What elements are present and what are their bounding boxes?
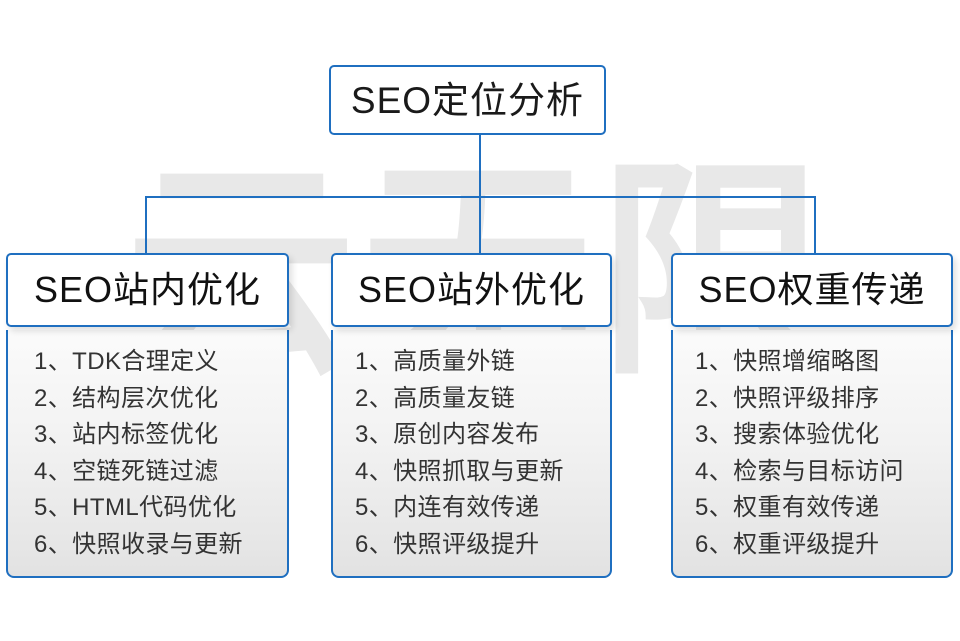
list-item[interactable]: 6、快照评级提升 <box>355 530 540 558</box>
list-item[interactable]: 4、检索与目标访问 <box>695 457 904 485</box>
branch-header-title-0: SEO站内优化 <box>33 269 262 310</box>
connector-drop-middle <box>479 196 481 254</box>
list-item[interactable]: 3、站内标签优化 <box>34 421 219 448</box>
root-node[interactable]: SEO定位分析 <box>329 65 606 135</box>
branch-column-seo-onsite: SEO站内优化 1、TDK合理定义 2、结构层次优化 3、站内标签优化 4、空链… <box>6 253 289 578</box>
list-item[interactable]: 4、快照抓取与更新 <box>355 457 564 485</box>
branch-header-title-1: SEO站外优化 <box>357 269 586 310</box>
list-item[interactable]: 2、结构层次优化 <box>34 384 219 412</box>
branch-header-2[interactable]: SEO权重传递 <box>671 253 953 327</box>
branch-list-1: 1、高质量外链 2、高质量友链 3、原创内容发布 4、快照抓取与更新 5、内连有… <box>331 330 612 578</box>
list-item[interactable]: 2、快照评级排序 <box>695 384 880 412</box>
branch-columns: SEO站内优化 1、TDK合理定义 2、结构层次优化 3、站内标签优化 4、空链… <box>0 253 960 583</box>
root-node-title: SEO定位分析 <box>350 79 585 121</box>
list-item[interactable]: 3、搜索体验优化 <box>695 421 880 448</box>
branch-header-1[interactable]: SEO站外优化 <box>331 253 612 327</box>
branch-list-0: 1、TDK合理定义 2、结构层次优化 3、站内标签优化 4、空链死链过滤 5、H… <box>6 330 289 578</box>
branch-list-2: 1、快照增缩略图 2、快照评级排序 3、搜索体验优化 4、检索与目标访问 5、权… <box>671 330 953 578</box>
list-item[interactable]: 4、空链死链过滤 <box>34 457 219 485</box>
branch-header-title-2: SEO权重传递 <box>698 269 926 310</box>
connector-drop-right <box>814 196 816 254</box>
connector-drop-left <box>145 196 147 254</box>
list-item[interactable]: 3、原创内容发布 <box>355 421 540 448</box>
list-item[interactable]: 1、TDK合理定义 <box>34 348 219 375</box>
branch-header-0[interactable]: SEO站内优化 <box>6 253 289 327</box>
list-item[interactable]: 5、内连有效传递 <box>355 494 540 521</box>
list-item[interactable]: 2、高质量友链 <box>355 384 516 412</box>
branch-column-seo-weight: SEO权重传递 1、快照增缩略图 2、快照评级排序 3、搜索体验优化 4、检索与… <box>671 253 953 578</box>
list-item[interactable]: 1、快照增缩略图 <box>695 348 880 375</box>
list-item[interactable]: 5、权重有效传递 <box>695 494 880 521</box>
list-item[interactable]: 1、高质量外链 <box>355 348 516 375</box>
branch-column-seo-offsite: SEO站外优化 1、高质量外链 2、高质量友链 3、原创内容发布 4、快照抓取与… <box>331 253 612 578</box>
list-item[interactable]: 6、权重评级提升 <box>695 530 880 558</box>
connector-root-vertical <box>479 135 481 198</box>
list-item[interactable]: 6、快照收录与更新 <box>34 530 243 558</box>
list-item[interactable]: 5、HTML代码优化 <box>34 494 237 521</box>
